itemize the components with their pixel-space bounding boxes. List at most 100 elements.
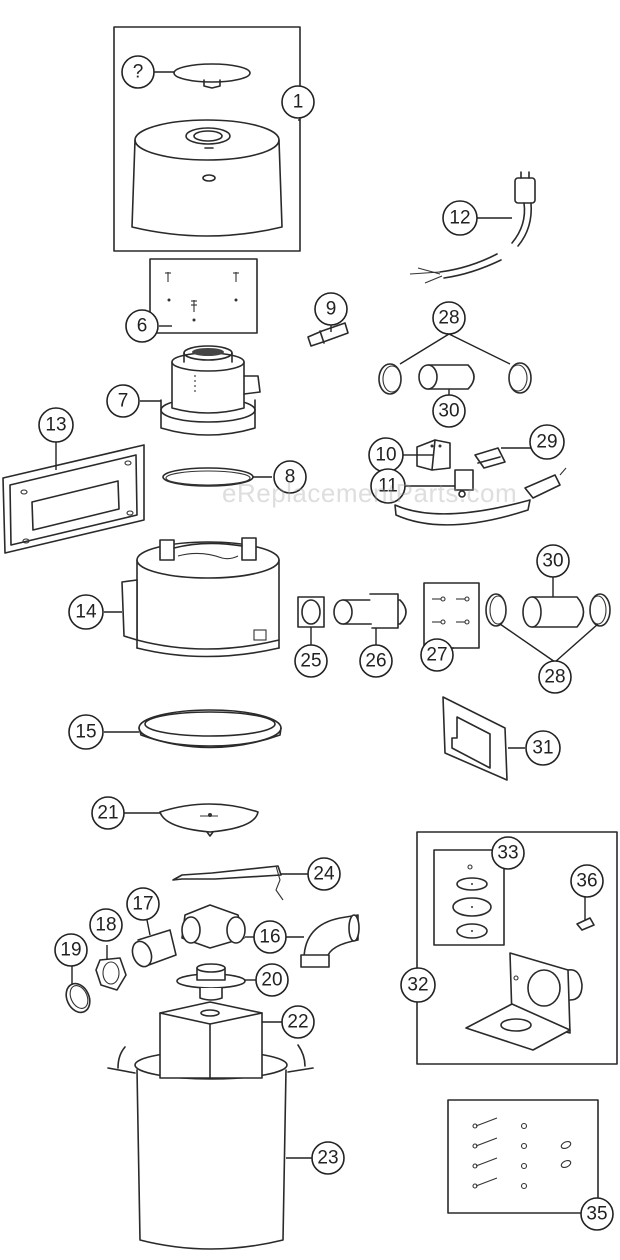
callout-label: 28 [544,667,565,688]
callout-19: 19 [54,933,88,967]
callout-11: 11 [370,468,406,504]
callout-label: 30 [542,551,563,572]
callout-label: 24 [313,864,335,885]
callout-17: 17 [126,887,160,921]
callout-label: 20 [261,970,282,991]
callout-label: 18 [95,915,116,936]
part-30-hose-top [418,364,475,390]
part-21-plate [159,803,259,837]
callout-7: 7 [106,384,140,418]
part-28-clamp-top-left [378,363,402,395]
callout-24: 24 [307,857,341,891]
part-35-hardware-kit [447,1099,599,1214]
callout-35: 35 [580,1197,614,1231]
callout-28-right: 28 [538,660,572,694]
callout-label: 7 [118,391,129,412]
callout-label: 1 [293,92,304,113]
part-1-cover [131,119,283,237]
callout-27: 27 [420,638,454,672]
part-15-ring [138,709,282,749]
callout-label: 17 [132,894,153,915]
callout-32: 32 [400,967,436,1003]
callout-label: ? [133,62,144,83]
part-31-cover-plate [442,696,508,781]
callout-label: 9 [326,299,337,320]
part-12-power-cord [409,171,536,284]
part-20-stopper [176,963,246,1001]
callout-label: 26 [365,651,386,672]
callout-10: 10 [368,437,404,473]
callout-31: 31 [525,730,561,766]
callout-12: 12 [442,200,478,236]
callout-36: 36 [570,864,604,898]
part-28-clamp-top-right [508,362,532,394]
callout-label: 36 [576,871,597,892]
callout-21: 21 [91,796,125,830]
callout-label: 32 [407,975,428,996]
part-16-elbow [300,914,360,968]
callout-label: 23 [317,1148,338,1169]
part-14-housing [121,537,280,658]
callout-20: 20 [255,963,289,997]
callout-1: 1 [281,85,315,119]
callout-28-top: 28 [432,301,466,335]
part-22-filter [159,1001,263,1079]
part-7-motor [160,345,261,436]
part-29-switch-actuator [474,447,506,469]
callout-label: 33 [497,843,518,864]
part-2-cap [173,63,251,89]
callout-label: 16 [259,927,280,948]
callout-6: 6 [125,309,159,343]
callout-label: 35 [586,1204,607,1225]
callout-8: 8 [273,460,307,494]
part-24-lever-arm [172,865,284,901]
callout-label: 21 [97,803,118,824]
part-33-gasket-set [433,849,505,946]
part-10-switch [416,439,451,471]
callout-30-right: 30 [536,544,570,578]
callout-16: 16 [253,920,287,954]
callout-25: 25 [294,644,328,678]
part-19-ring [65,982,91,1014]
part-28-clamp-right-1 [485,593,507,627]
part-13-mounting-plate [2,444,145,554]
part-9-terminal [307,322,349,347]
callout-label: 10 [375,445,396,466]
part-16-tee-fitting [181,904,246,949]
callout-29: 29 [529,424,565,460]
part-6-hardware-kit [149,258,258,334]
callout-33: 33 [491,836,525,870]
part-30-hose-right [522,596,585,628]
part-18-flange [95,957,127,991]
callout-label: 14 [75,602,97,623]
callout-15: 15 [68,714,104,750]
part-25-gasket [297,596,325,628]
callout-22: 22 [281,1005,315,1039]
callout-label: 27 [426,645,447,666]
callout-9: 9 [314,292,348,326]
part-26-discharge-tube [333,593,407,629]
callout-label: 19 [60,940,81,961]
callout-label: 12 [449,208,470,229]
callout-23: 23 [311,1141,345,1175]
callout-label: 22 [287,1012,308,1033]
callout-label: 8 [285,467,296,488]
callout-label: 6 [137,316,148,337]
callout-26: 26 [359,644,393,678]
callout-2: ? [121,55,155,89]
callout-label: 29 [536,432,557,453]
part-17-tube [131,929,177,968]
part-27-hardware-card [423,582,480,649]
part-11-relay [454,469,474,498]
leader-lines [55,71,602,1214]
part-32-bracket-kit [416,831,618,1065]
callout-label: 15 [75,722,96,743]
callout-14: 14 [68,594,104,630]
mounting-gasket-strip [394,467,567,526]
part-8-o-ring [162,467,254,487]
part-1-cover-assembly [113,26,301,252]
bracket [465,952,583,1051]
callout-13: 13 [38,407,74,443]
callout-label: 31 [532,738,553,759]
